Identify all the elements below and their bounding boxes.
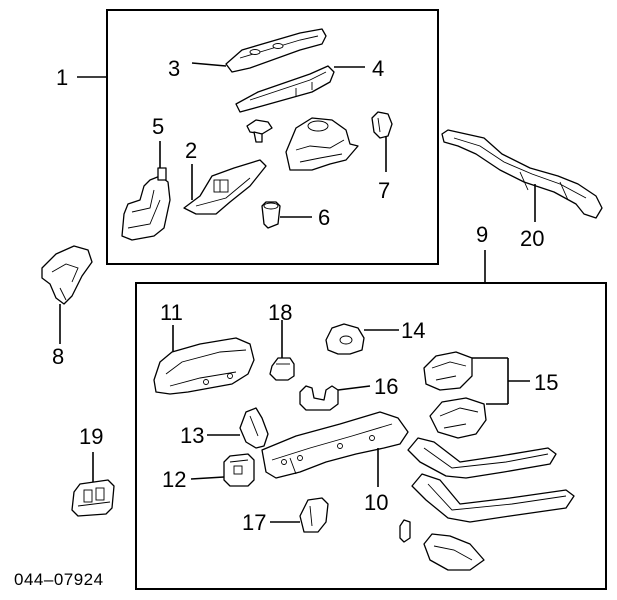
callout-15: 15 <box>534 370 558 395</box>
callout-20: 20 <box>520 226 544 251</box>
callout-17: 17 <box>242 510 266 535</box>
callout-8: 8 <box>52 344 64 369</box>
callout-16: 16 <box>374 374 398 399</box>
part-2-drawing <box>183 159 267 215</box>
part-7-drawing <box>371 111 393 139</box>
callout-2: 2 <box>185 138 197 163</box>
rear-rail-lower-drawing <box>411 473 575 523</box>
callout-10: 10 <box>364 490 388 515</box>
callout-12: 12 <box>162 467 186 492</box>
part-14-drawing <box>325 323 365 355</box>
callout-19: 19 <box>79 424 103 449</box>
callout-4: 4 <box>372 56 384 81</box>
callout-18: 18 <box>268 300 292 325</box>
part-4-drawing <box>235 65 335 113</box>
part-11-drawing <box>153 337 255 395</box>
part-3-drawing <box>225 28 327 73</box>
callout-9: 9 <box>476 222 488 247</box>
callout-7: 7 <box>378 178 390 203</box>
diagram-code: 044–07924 <box>14 570 104 589</box>
group-box-lower <box>135 282 607 590</box>
bracket-small-upper-drawing <box>246 119 273 143</box>
part-8-drawing <box>41 245 93 305</box>
part-6-drawing <box>261 201 281 229</box>
leader-lines <box>59 62 536 523</box>
bracket-lower-right-drawing <box>423 533 485 571</box>
callout-13: 13 <box>180 423 204 448</box>
callout-11: 11 <box>160 300 183 325</box>
part-19-drawing <box>71 479 115 517</box>
part-12-drawing <box>223 453 255 487</box>
pin-small-drawing <box>399 519 411 543</box>
callout-6: 6 <box>318 205 330 230</box>
callout-3: 3 <box>168 56 180 81</box>
part-18-drawing <box>269 357 295 381</box>
part-13-drawing <box>239 407 269 449</box>
part-20-drawing <box>441 129 603 219</box>
part-15-lower-drawing <box>429 397 487 439</box>
part-15-upper-drawing <box>423 351 473 391</box>
callout-5: 5 <box>152 114 164 139</box>
group-box-upper <box>106 9 439 265</box>
part-5-drawing <box>121 167 171 241</box>
part-10-drawing <box>261 411 409 479</box>
rear-rail-upper-drawing <box>407 437 557 479</box>
part-16-drawing <box>299 385 339 411</box>
part-strut-tower-drawing <box>285 117 359 171</box>
callout-14: 14 <box>401 318 425 343</box>
part-17-drawing <box>299 497 329 533</box>
callout-1: 1 <box>56 65 68 90</box>
